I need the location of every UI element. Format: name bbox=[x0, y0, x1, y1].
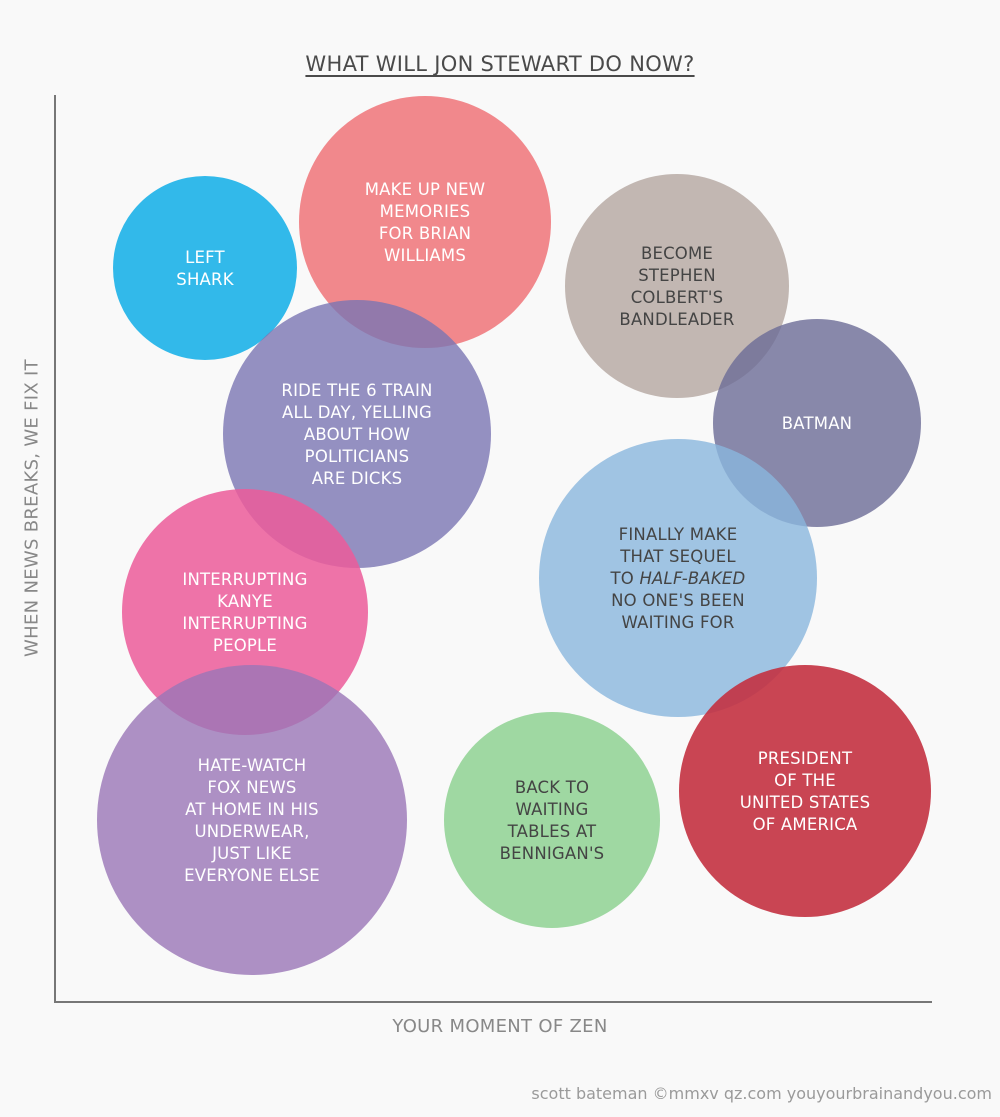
credit-line: scott bateman ©mmxv qz.com youyourbraina… bbox=[531, 1084, 992, 1103]
chart-title: WHAT WILL JON STEWART DO NOW? bbox=[305, 52, 695, 76]
bubble-circle bbox=[97, 665, 407, 975]
bubble-circle bbox=[299, 96, 551, 348]
y-axis-label: WHEN NEWS BREAKS, WE FIX IT bbox=[21, 359, 43, 657]
bubble-label: BATMAN bbox=[782, 414, 852, 433]
bubble-circle bbox=[113, 176, 297, 360]
bubble-circle bbox=[539, 439, 817, 717]
x-axis-label: YOUR MOMENT OF ZEN bbox=[392, 1016, 608, 1037]
bubble-circle bbox=[679, 665, 931, 917]
bubble-circle bbox=[444, 712, 660, 928]
bubble-circle bbox=[122, 489, 368, 735]
bubble-circle bbox=[565, 174, 789, 398]
